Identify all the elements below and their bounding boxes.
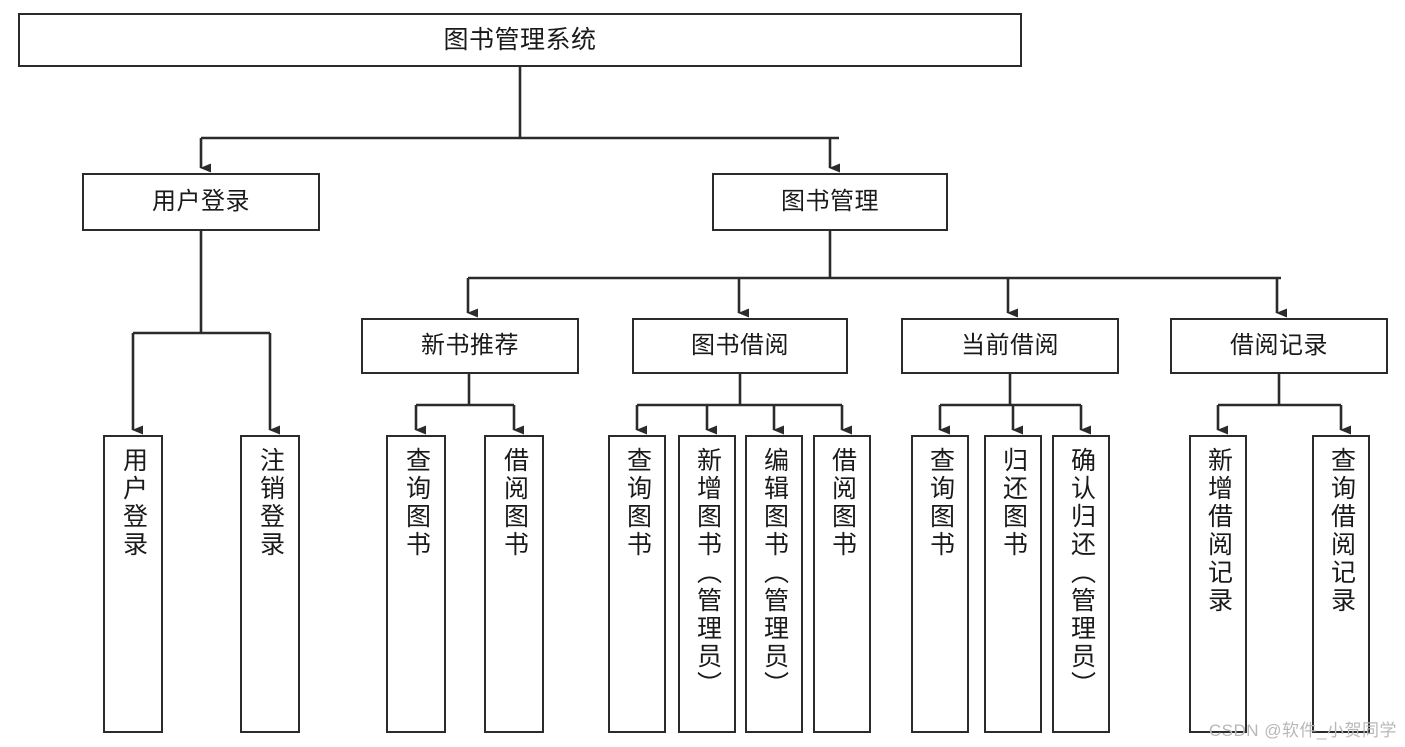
node-leaf-logout[interactable]: 注销登录 (240, 435, 300, 733)
node-leaf-return-book[interactable]: 归还图书 (984, 435, 1042, 733)
node-label: 归还图书 (999, 447, 1028, 559)
node-book-manage[interactable]: 图书管理 (712, 173, 948, 231)
node-label: 图书借阅 (691, 332, 789, 360)
node-leaf-add-borrow-record[interactable]: 新增借阅记录 (1189, 435, 1247, 733)
node-label: 用户登录 (119, 447, 148, 559)
node-root-system[interactable]: 图书管理系统 (18, 13, 1022, 67)
node-label: 当前借阅 (961, 332, 1059, 360)
node-new-book-recommend[interactable]: 新书推荐 (361, 318, 579, 374)
node-leaf-borrow-book[interactable]: 借阅图书 (813, 435, 871, 733)
node-label: 确认归还（管理员） (1067, 447, 1096, 699)
node-current-borrow[interactable]: 当前借阅 (901, 318, 1119, 374)
node-label: 查询图书 (402, 447, 431, 559)
node-label: 查询借阅记录 (1327, 447, 1356, 615)
node-leaf-confirm-return-admin[interactable]: 确认归还（管理员） (1052, 435, 1110, 733)
node-leaf-query-borrow-record[interactable]: 查询借阅记录 (1312, 435, 1370, 733)
node-user-login[interactable]: 用户登录 (82, 173, 320, 231)
node-leaf-query-book-current[interactable]: 查询图书 (911, 435, 969, 733)
node-label: 借阅图书 (828, 447, 857, 559)
node-label: 借阅图书 (500, 447, 529, 559)
node-label: 借阅记录 (1230, 332, 1328, 360)
node-label: 用户登录 (152, 188, 250, 216)
node-book-borrow[interactable]: 图书借阅 (632, 318, 848, 374)
node-label: 图书管理系统 (443, 25, 597, 54)
node-label: 新增借阅记录 (1204, 447, 1233, 615)
node-leaf-query-book-borrow[interactable]: 查询图书 (608, 435, 666, 733)
node-label: 注销登录 (256, 447, 285, 559)
node-leaf-user-login[interactable]: 用户登录 (103, 435, 163, 733)
node-borrow-record[interactable]: 借阅记录 (1170, 318, 1388, 374)
node-label: 编辑图书（管理员） (760, 447, 789, 699)
node-label: 查询图书 (623, 447, 652, 559)
node-label: 新增图书（管理员） (693, 447, 722, 699)
node-label: 图书管理 (781, 188, 879, 216)
node-leaf-query-book-new[interactable]: 查询图书 (386, 435, 446, 733)
node-leaf-edit-book-admin[interactable]: 编辑图书（管理员） (745, 435, 803, 733)
node-leaf-add-book-admin[interactable]: 新增图书（管理员） (678, 435, 736, 733)
node-label: 查询图书 (926, 447, 955, 559)
node-label: 新书推荐 (421, 332, 519, 360)
node-leaf-borrow-book-new[interactable]: 借阅图书 (484, 435, 544, 733)
